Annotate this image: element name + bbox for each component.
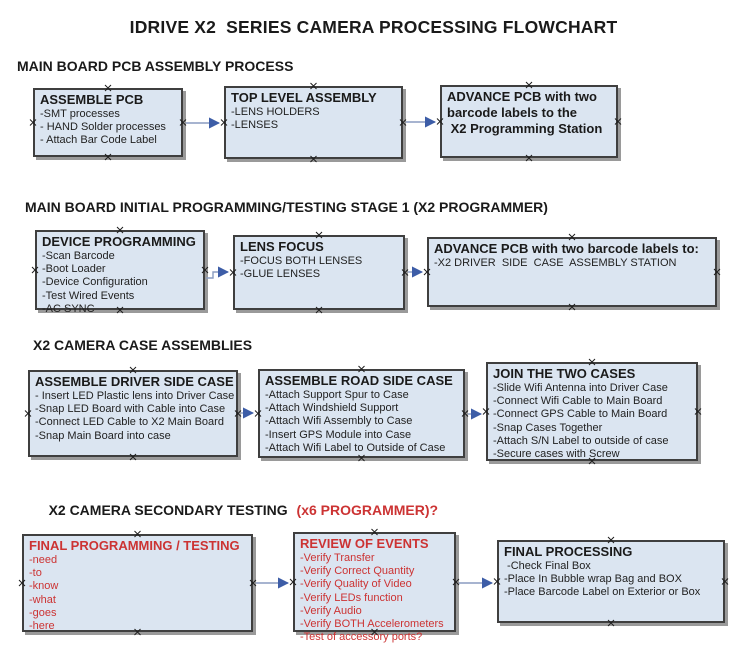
box-title: TOP LEVEL ASSEMBLY — [231, 90, 377, 105]
box-title: REVIEW OF EVENTS — [300, 536, 429, 551]
box-item: -Scan Barcode — [42, 250, 115, 262]
box-items: -Check Final Box-Place In Bubble wrap Ba… — [504, 560, 718, 600]
section-header-secondary-testing: X2 CAMERA SECONDARY TESTING (x6 PROGRAMM… — [33, 486, 439, 534]
box-item: -know — [29, 580, 59, 593]
flow-box-review-of-events: REVIEW OF EVENTS -Verify Transfer-Verify… — [293, 532, 456, 643]
box-item: -Attach Windshield Support — [265, 402, 399, 415]
box-items: -Scan Barcode-Boot Loader-Device Configu… — [42, 250, 198, 316]
box-item: -Boot Loader — [42, 263, 106, 276]
box-items: -Attach Support Spur to Case-Attach Wind… — [265, 389, 458, 455]
box-item: -Verify Quality of Video — [300, 578, 412, 591]
flow-box-final-programming-testing: FINAL PROGRAMMING / TESTING -need-to-kno… — [22, 534, 253, 632]
box-item: -LENS HOLDERS — [231, 106, 320, 118]
box-item: -Place In Bubble wrap Bag and BOX — [504, 573, 682, 586]
box-item: -Device Configuration — [42, 276, 148, 289]
flow-box-assemble-pcb: ASSEMBLE PCB -SMT processes- HAND Solder… — [33, 88, 183, 157]
box-item: -Connect Wifi Cable to Main Board — [493, 395, 663, 408]
box-title: ADVANCE PCB with two barcode labels to: — [434, 241, 699, 256]
box-items: -Slide Wifi Antenna into Driver Case-Con… — [493, 382, 691, 461]
box-title: ASSEMBLE PCB — [40, 92, 144, 107]
box-item: -Test of accessory ports? — [300, 631, 423, 644]
box-item: -Attach Support Spur to Case — [265, 389, 409, 401]
box-title: ASSEMBLE ROAD SIDE CASE — [265, 373, 453, 388]
box-item: -Attach Wifi Assembly to Case — [265, 415, 413, 428]
box-title: FINAL PROGRAMMING / TESTING — [29, 538, 240, 553]
box-items: -SMT processes- HAND Solder processes- A… — [40, 108, 176, 148]
box-title: DEVICE PROGRAMMING — [42, 234, 196, 249]
box-items: -Verify Transfer-Verify Correct Quantity… — [300, 552, 449, 644]
box-item: -Slide Wifi Antenna into Driver Case — [493, 382, 668, 394]
box-item: -need — [29, 554, 58, 566]
section-header-case-assemblies: X2 CAMERA CASE ASSEMBLIES — [33, 337, 253, 353]
box-item: -Attach S/N Label to outside of case — [493, 434, 669, 447]
box-item: - HAND Solder processes — [40, 121, 166, 134]
box-item: -Verify Correct Quantity — [300, 565, 415, 578]
flow-box-final-processing: FINAL PROCESSING -Check Final Box-Place … — [497, 540, 725, 623]
box-item: -SMT processes — [40, 108, 120, 120]
box-item: -Connect LED Cable to X2 Main Board — [35, 416, 224, 429]
box-items: -FOCUS BOTH LENSES-GLUE LENSES — [240, 255, 398, 281]
box-items: - Insert LED Plastic lens into Driver Ca… — [35, 390, 235, 443]
box-item: -Connect GPS Cable to Main Board — [493, 408, 668, 421]
section-header-red-part: (x6 PROGRAMMER)? — [296, 502, 439, 518]
flow-box-advance-pcb-programming-station: ADVANCE PCB with two barcode labels to t… — [440, 85, 618, 158]
box-item: -Attach Wifi Label to Outside of Case — [265, 441, 446, 454]
box-item: -Place Barcode Label on Exterior or Box — [504, 586, 701, 599]
box-title: FINAL PROCESSING — [504, 544, 633, 559]
flow-box-advance-pcb-driver-side: ADVANCE PCB with two barcode labels to: … — [427, 237, 717, 307]
flow-box-top-level-assembly: TOP LEVEL ASSEMBLY -LENS HOLDERS-LENSES — [224, 86, 403, 159]
arrow-icon — [206, 266, 230, 279]
flow-box-device-programming: DEVICE PROGRAMMING -Scan Barcode-Boot Lo… — [35, 230, 205, 315]
box-title: ASSEMBLE DRIVER SIDE CASE — [35, 374, 234, 389]
box-item: -X2 DRIVER SIDE CASE ASSEMBLY STATION — [434, 257, 677, 269]
box-item: -Verify LEDs function — [300, 591, 403, 604]
box-item: -Snap Main Board into case — [35, 429, 171, 442]
section-header-pcb-assembly: MAIN BOARD PCB ASSEMBLY PROCESS — [17, 58, 294, 74]
box-item: -FOCUS BOTH LENSES — [240, 255, 363, 267]
box-item: -what — [29, 593, 56, 606]
box-item: -Snap Cases Together — [493, 421, 603, 434]
page-title: IDRIVE X2 SERIES CAMERA PROCESSING FLOWC… — [129, 17, 618, 37]
flow-box-assemble-driver-side-case: ASSEMBLE DRIVER SIDE CASE - Insert LED P… — [28, 370, 238, 457]
box-item: -Insert GPS Module into Case — [265, 428, 412, 441]
box-item: -GLUE LENSES — [240, 268, 321, 281]
section-header-black-part: X2 CAMERA SECONDARY TESTING — [48, 502, 292, 518]
box-item: -AC SYNC — [42, 302, 95, 315]
box-item: - Insert LED Plastic lens into Driver Ca… — [35, 390, 235, 402]
box-title: JOIN THE TWO CASES — [493, 366, 636, 381]
box-item: - Attach Bar Code Label — [40, 134, 157, 147]
box-title: LENS FOCUS — [240, 239, 324, 254]
box-item: -Secure cases with Screw — [493, 448, 620, 461]
flow-box-join-the-two-cases: JOIN THE TWO CASES -Slide Wifi Antenna i… — [486, 362, 698, 461]
box-items: -LENS HOLDERS-LENSES — [231, 106, 396, 132]
flow-box-assemble-road-side-case: ASSEMBLE ROAD SIDE CASE -Attach Support … — [258, 369, 465, 458]
flow-box-lens-focus: LENS FOCUS -FOCUS BOTH LENSES-GLUE LENSE… — [233, 235, 405, 310]
box-item: -Verify Transfer — [300, 552, 375, 564]
box-item: -Check Final Box — [504, 560, 591, 572]
box-items: -need-to-know-what-goes-here — [29, 554, 246, 633]
box-title: ADVANCE PCB with two barcode labels to t… — [447, 89, 603, 136]
box-item: -here — [29, 620, 55, 633]
box-item: -Verify BOTH Accelerometers — [300, 618, 444, 631]
box-item: -Test Wired Events — [42, 289, 135, 302]
section-header-initial-programming: MAIN BOARD INITIAL PROGRAMMING/TESTING S… — [25, 199, 548, 215]
box-items: -X2 DRIVER SIDE CASE ASSEMBLY STATION — [434, 257, 710, 270]
box-item: -to — [29, 567, 42, 580]
box-item: -LENSES — [231, 119, 279, 132]
box-item: -Verify Audio — [300, 604, 362, 617]
box-item: -Snap LED Board with Cable into Case — [35, 403, 226, 416]
box-item: -goes — [29, 606, 57, 619]
